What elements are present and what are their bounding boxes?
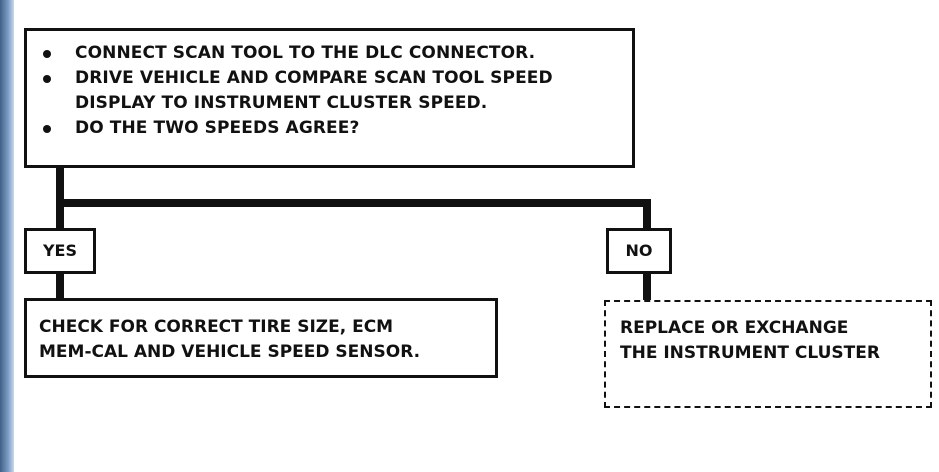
step-speeds-agree-question: DO THE TWO SPEEDS AGREE? bbox=[39, 116, 620, 141]
no-label-box: NO bbox=[606, 228, 672, 274]
connector-yes-drop bbox=[56, 205, 64, 229]
question-box: CONNECT SCAN TOOL TO THE DLC CONNECTOR. … bbox=[24, 28, 635, 168]
connector-yes-to-result bbox=[56, 272, 64, 300]
yes-result-box: CHECK FOR CORRECT TIRE SIZE, ECM MEM-CAL… bbox=[24, 298, 498, 378]
left-edge-strip bbox=[0, 0, 14, 472]
step-drive-compare: DRIVE VEHICLE AND COMPARE SCAN TOOL SPEE… bbox=[39, 66, 620, 116]
no-result-text: REPLACE OR EXCHANGE THE INSTRUMENT CLUST… bbox=[620, 318, 880, 363]
question-list: CONNECT SCAN TOOL TO THE DLC CONNECTOR. … bbox=[39, 41, 620, 141]
yes-label-box: YES bbox=[24, 228, 96, 274]
connector-no-drop bbox=[643, 199, 651, 231]
yes-result-text: CHECK FOR CORRECT TIRE SIZE, ECM MEM-CAL… bbox=[39, 317, 421, 362]
no-label: NO bbox=[625, 241, 653, 260]
no-result-box: REPLACE OR EXCHANGE THE INSTRUMENT CLUST… bbox=[604, 300, 932, 408]
connector-no-to-result bbox=[643, 272, 651, 302]
step-connect-scan-tool: CONNECT SCAN TOOL TO THE DLC CONNECTOR. bbox=[39, 41, 620, 66]
yes-label: YES bbox=[42, 241, 78, 260]
connector-trunk bbox=[56, 166, 64, 206]
connector-horizontal bbox=[56, 199, 651, 207]
